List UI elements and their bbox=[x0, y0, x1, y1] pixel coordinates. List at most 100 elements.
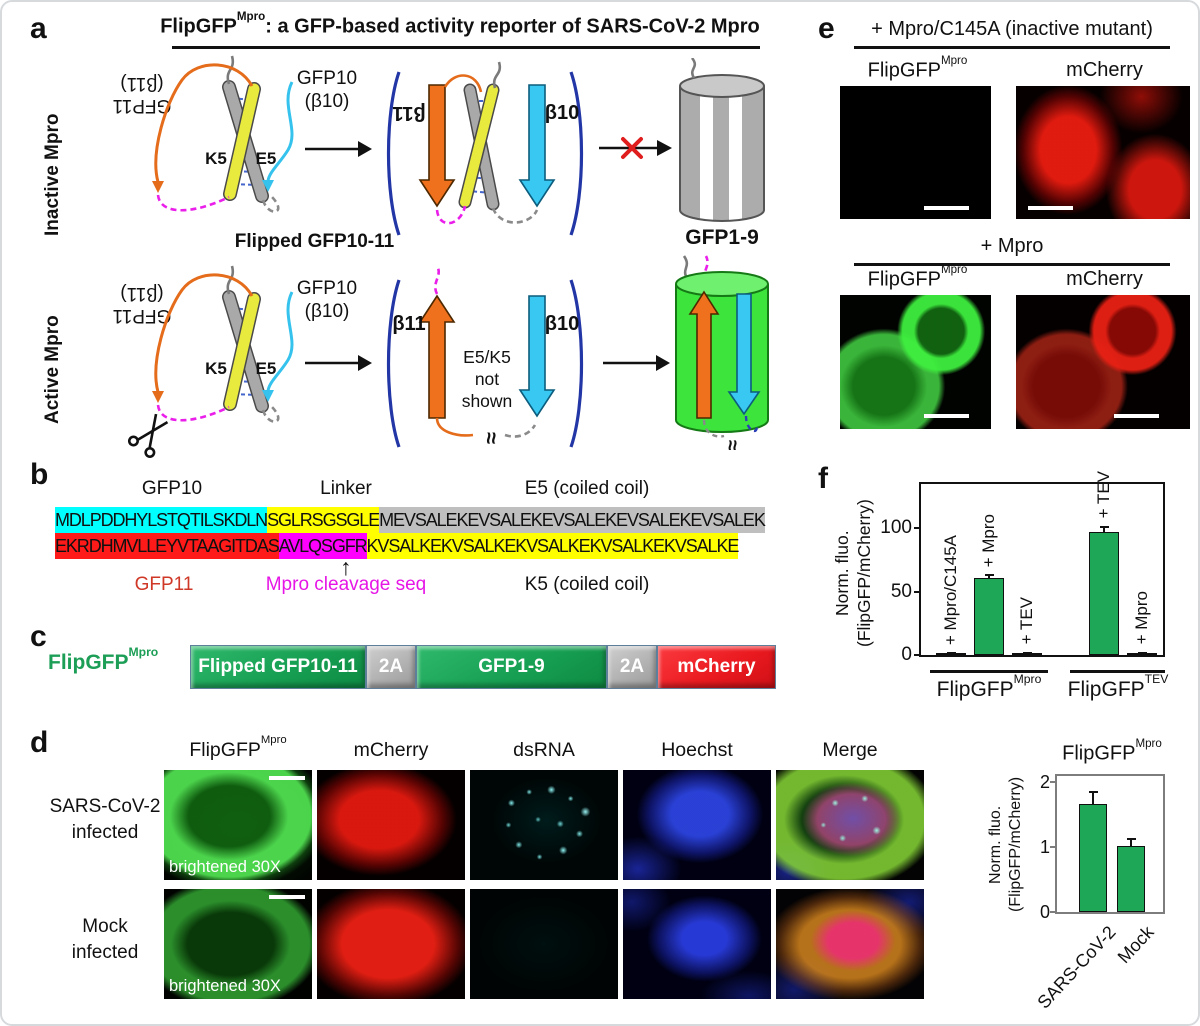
col-label-mcherry: mCherry bbox=[1066, 268, 1143, 290]
y-tick-mark bbox=[1050, 911, 1057, 913]
micrograph-mock-flipgfp bbox=[164, 889, 312, 999]
d-col-hoechst: Hoechst bbox=[661, 739, 733, 761]
panel-c-letter: c bbox=[30, 620, 47, 653]
seq-k5: KVSALKEKVSALKEKVSALKEKVSALKEKVSALKE bbox=[366, 533, 739, 559]
d-col-merge: Merge bbox=[822, 739, 878, 761]
footer-gfp11: GFP11 bbox=[134, 574, 194, 595]
col-label-flipgfp: FlipGFPMpro bbox=[867, 53, 968, 82]
error-bar bbox=[1137, 651, 1147, 655]
title-rest: : a GFP-based activity reporter of SARS-… bbox=[265, 15, 760, 38]
scale-bar bbox=[1114, 414, 1159, 418]
scale-bar bbox=[269, 895, 305, 899]
scale-bar bbox=[1028, 206, 1073, 210]
error-bar bbox=[946, 651, 956, 655]
gfp1-9-label: GFP1-9 bbox=[685, 226, 759, 249]
header-e5-coiled-coil: E5 (coiled coil) bbox=[524, 478, 650, 499]
micrograph-mock-hoechst bbox=[623, 889, 771, 999]
construct-box-mcherry: mCherry bbox=[657, 645, 776, 689]
bracket-diagram-active: β11 E5/K5 not shown ≈ β10 bbox=[386, 266, 584, 448]
y-tick-mark bbox=[914, 527, 921, 529]
bar bbox=[1117, 845, 1145, 912]
construct-box-2a: 2A bbox=[607, 645, 657, 689]
micrograph-flipgfp-mpro bbox=[840, 295, 991, 429]
micrograph-mock-mcherry bbox=[317, 889, 465, 999]
red-x-icon bbox=[621, 137, 643, 159]
panel-a-letter: a bbox=[30, 12, 47, 45]
row-label-inactive-mpro: Inactive Mpro bbox=[42, 113, 63, 236]
beta10-strand-arrow bbox=[518, 295, 556, 418]
cleavage-site-arrow-icon: ↑ bbox=[340, 554, 352, 580]
bar-group: + TEV bbox=[1089, 471, 1119, 655]
bar bbox=[1079, 803, 1107, 912]
bar-group: + Mpro bbox=[1127, 484, 1157, 655]
d-chart-title: FlipGFPMpro bbox=[1062, 736, 1162, 765]
y-tick-mark bbox=[1050, 781, 1057, 783]
gfp10-label-line2: (β10) bbox=[305, 301, 350, 322]
brightened-note: brightened 30X bbox=[169, 858, 281, 876]
gfp11-label-line1: GFP11 bbox=[113, 305, 172, 326]
micrograph-sars-mcherry bbox=[317, 770, 465, 880]
blocked-arrow-icon bbox=[599, 137, 672, 159]
bar-group: + Mpro/C145A bbox=[936, 484, 966, 655]
construct-name-base: FlipGFP bbox=[48, 651, 129, 674]
e5k5-note-line3: shown bbox=[462, 391, 513, 411]
construct-name: FlipGFPMpro bbox=[48, 645, 158, 675]
x-label-sars-cov-2: SARS-CoV-2 bbox=[1033, 922, 1120, 1013]
construct-box-flipped-gfp10-11: Flipped GFP10-11 bbox=[190, 645, 366, 689]
bar-label: + TEV bbox=[1017, 597, 1036, 645]
beta10-label: β10 bbox=[545, 313, 579, 335]
e5-rod-label: E5 bbox=[256, 149, 277, 168]
reaction-arrow-icon bbox=[603, 355, 670, 371]
y-tick-mark bbox=[914, 654, 921, 656]
gfp10-label-line1: GFP10 bbox=[297, 68, 357, 89]
col-label-mcherry: mCherry bbox=[1066, 59, 1143, 81]
beta11-label: β11 bbox=[392, 102, 425, 124]
construct-name-sup: Mpro bbox=[128, 644, 159, 659]
d-col-dsrna: dsRNA bbox=[513, 739, 575, 761]
group1-title: + Mpro/C145A (inactive mutant) bbox=[871, 18, 1153, 40]
reaction-arrow-icon bbox=[305, 355, 372, 371]
title-sup: Mpro bbox=[236, 9, 266, 23]
panel-b-letter: b bbox=[30, 458, 49, 491]
bar-group bbox=[1117, 776, 1145, 912]
construct-box-gfp1-9: GFP1-9 bbox=[416, 645, 607, 689]
bar-group: + Mpro bbox=[974, 484, 1004, 655]
sequence-row-bottom: EKRDHMVLLEYVTAAGITDASAVLQSGFRKVSALKEKVSA… bbox=[55, 533, 739, 559]
gfp1-9-barrel-diagram bbox=[679, 58, 765, 222]
gfp11-label-line2: (β11) bbox=[120, 73, 163, 94]
panel-f-chart: 0 50 100 + Mpro/C145A + Mpro + TEV + TEV… bbox=[880, 471, 1165, 665]
panel-f-letter: f bbox=[818, 462, 828, 495]
brightened-note: brightened 30X bbox=[169, 977, 281, 995]
group-label-flipgfp-tev: FlipGFPTEV bbox=[1067, 671, 1169, 701]
gfp11-label-line1: GFP11 bbox=[113, 95, 172, 116]
scissors-icon bbox=[127, 413, 169, 458]
k5-rod-label: K5 bbox=[205, 149, 227, 168]
assembled-gfp-barrel-diagram: ≈ bbox=[675, 255, 769, 450]
beta11-strand-arrow bbox=[418, 84, 456, 208]
seq-cleavage: AVLQSGFR bbox=[278, 533, 368, 559]
d-col-mcherry: mCherry bbox=[353, 739, 429, 761]
d-col-flipgfp: FlipGFPMpro bbox=[189, 734, 287, 761]
beta11-label: β11 bbox=[392, 313, 425, 335]
scale-bar bbox=[269, 776, 305, 780]
beta11-strand-arrow bbox=[688, 290, 720, 419]
bar-group: + TEV bbox=[1012, 484, 1042, 655]
micrograph-sars-merge bbox=[776, 770, 924, 880]
f-chart-ylabel: Norm. fluo. (FlipGFP/mCherry) bbox=[832, 499, 874, 647]
title-flipgfp: FlipGFP bbox=[160, 15, 237, 38]
panel-d-chart: 0 1 2 SARS-CoV-2 Mock bbox=[1033, 772, 1165, 1012]
e5-rod-label: E5 bbox=[256, 359, 277, 378]
y-tick-label: 2 bbox=[1039, 772, 1050, 792]
y-tick-label: 100 bbox=[880, 517, 912, 538]
construct-diagram: Flipped GFP10-11 2A GFP1-9 2A mCherry bbox=[190, 645, 776, 689]
sequence-row-top: MDLPDDHYLSTQTILSKDLNSGLRSGSGLEMEVSALEKEV… bbox=[55, 507, 766, 533]
e5k5-note-line1: E5/K5 bbox=[463, 347, 511, 367]
flipped-gfp10-11-diagram-inactive: GFP11 (β11) GFP10 (β10) K5 E5 bbox=[113, 55, 357, 213]
bar-label: + TEV bbox=[1094, 471, 1113, 519]
panel-a-title: FlipGFPMpro: a GFP-based activity report… bbox=[160, 10, 760, 39]
scale-bar bbox=[924, 206, 969, 210]
header-gfp10: GFP10 bbox=[141, 478, 203, 499]
micrograph-mock-dsrna bbox=[470, 889, 618, 999]
bracket-diagram-inactive: β11 β10 bbox=[386, 61, 584, 236]
